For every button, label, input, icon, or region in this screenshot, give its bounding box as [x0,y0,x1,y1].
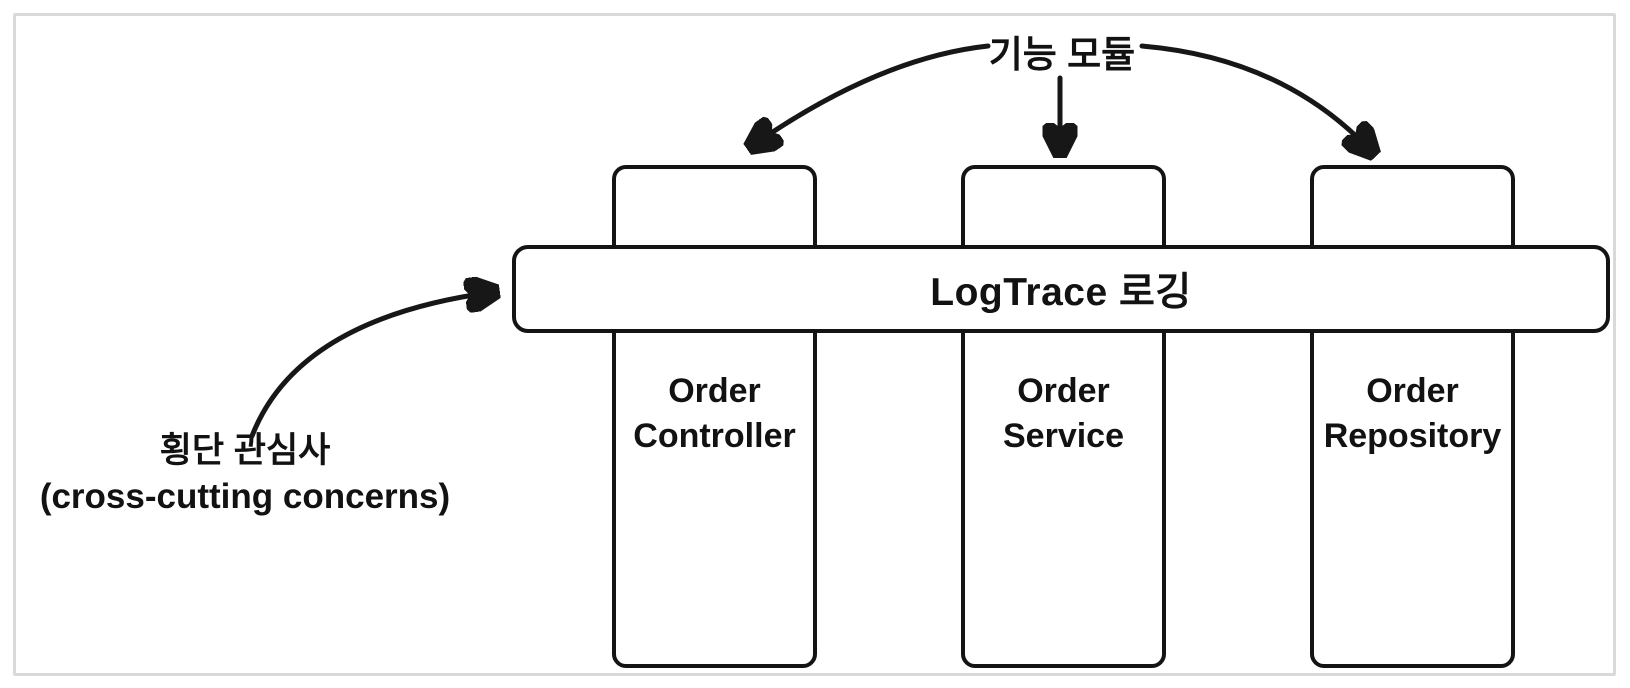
cross-cutting-label: 횡단 관심사 (cross-cutting concerns) [5,428,485,520]
order-repository-label: Order Repository [1314,369,1511,459]
order-controller-label-line2: Controller [633,417,796,455]
functional-module-label: 기능 모듈 [988,34,1136,75]
order-repository-label-line1: Order [1366,372,1459,410]
order-repository-label-line2: Repository [1323,417,1502,455]
order-repository-box: Order Repository [1310,165,1515,668]
logtrace-bar-label: LogTrace 로깅 [930,271,1192,314]
cross-cutting-label-line1: 횡단 관심사 [159,431,331,470]
order-controller-label-line1: Order [668,372,761,410]
logtrace-bar: LogTrace 로깅 [512,245,1610,333]
order-service-label-line1: Order [1017,372,1110,410]
order-service-label: Order Service [965,369,1162,459]
order-service-label-line2: Service [1003,417,1124,455]
order-controller-box: Order Controller [612,165,817,668]
order-service-box: Order Service [961,165,1166,668]
cross-cutting-label-line2: (cross-cutting concerns) [39,477,451,516]
order-controller-label: Order Controller [616,369,813,459]
